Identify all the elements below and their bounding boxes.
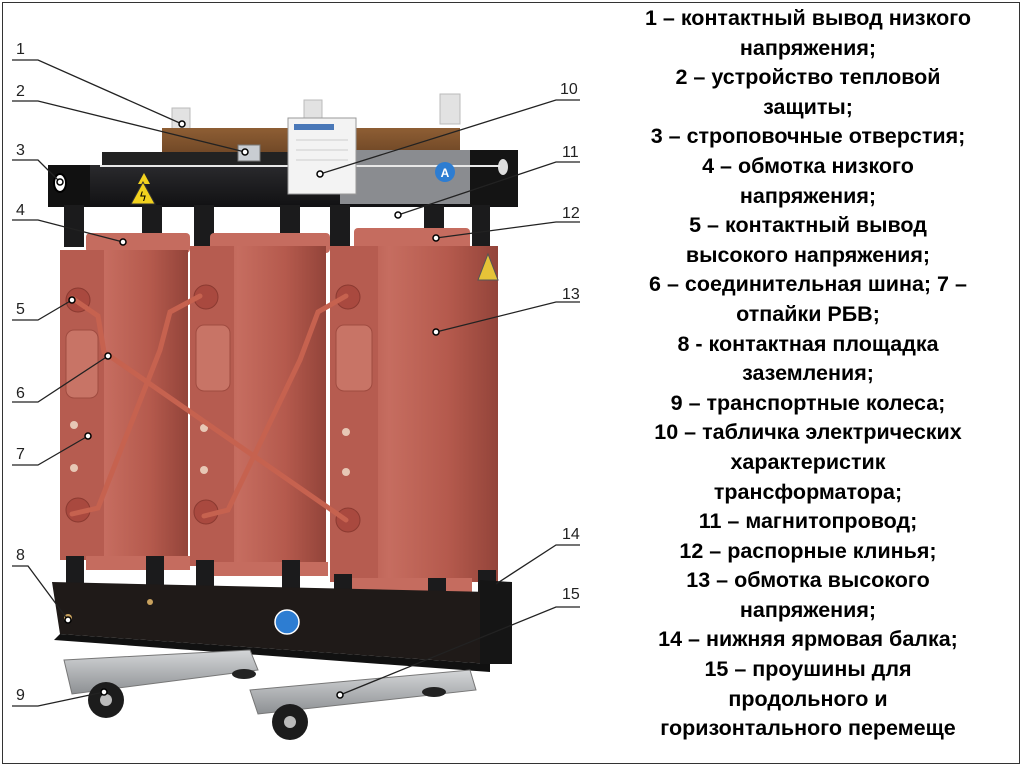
transformer-illustration: ϟ A (12, 59, 580, 740)
callout-14: 14 (562, 526, 580, 543)
callout-3: 3 (16, 142, 25, 159)
legend-line: 8 - контактная площадка (677, 331, 939, 356)
transformer-figure: ϟ A (12, 41, 580, 740)
legend-line: 6 – соединительная шина; 7 – (649, 272, 967, 297)
legend-line: 15 – проушины для (704, 657, 912, 682)
legend-line: 5 – контактный вывод (689, 213, 927, 238)
transport-wheels (63, 649, 477, 740)
callout-11: 11 (562, 144, 579, 161)
legend-line: 13 – обмотка высокого (686, 568, 930, 593)
callout-1: 1 (16, 41, 25, 58)
callout-13: 13 (562, 286, 580, 303)
legend-line: 14 – нижняя ярмовая балка; (658, 627, 958, 652)
legend-line: трансформатора; (713, 479, 903, 504)
legend-line: 10 – табличка электрических (654, 420, 962, 445)
legend-line: характеристик (730, 449, 886, 474)
callout-leaders (12, 59, 580, 707)
legend-line: 9 – транспортные колеса; (670, 390, 946, 415)
lower-yoke-beam (52, 580, 512, 672)
legend-line: защиты; (763, 94, 853, 119)
legend-line: продольного и (728, 686, 888, 711)
legend-line: горизонтального перемеще (660, 716, 956, 741)
callout-12: 12 (562, 205, 580, 222)
callout-6: 6 (16, 385, 25, 402)
callout-endpoints (56, 120, 440, 699)
legend-line: напряжения; (739, 35, 877, 60)
legend-line: напряжения; (739, 597, 877, 622)
legend-line: заземления; (742, 361, 874, 386)
legend-line: 1 – контактный вывод низкого (644, 6, 972, 30)
rating-nameplate (287, 117, 357, 195)
legend-line: 2 – устройство тепловой (675, 65, 941, 90)
hv-coils (60, 246, 499, 582)
core-insulators-top (64, 205, 490, 247)
callout-10: 10 (560, 81, 578, 98)
legend-line: 4 – обмотка низкого (702, 153, 914, 178)
callout-8: 8 (16, 547, 25, 564)
legend-line: высокого напряжения; (685, 242, 931, 267)
svg-text:A: A (441, 166, 450, 180)
legend-line: 11 – магнитопровод; (698, 509, 918, 534)
legend-line: отпайки РБВ; (736, 301, 880, 326)
callout-15: 15 (562, 586, 580, 603)
callout-5: 5 (16, 301, 25, 318)
parts-legend: 1 – контактный вывод низкого напряжения;… (596, 4, 1020, 744)
legend-line: напряжения; (739, 183, 877, 208)
callout-9: 9 (16, 687, 25, 704)
legend-line: 3 – строповочные отверстия; (650, 124, 966, 149)
callout-2: 2 (16, 83, 25, 100)
callout-7: 7 (16, 446, 25, 463)
svg-text:ϟ: ϟ (139, 190, 147, 204)
connecting-busbars (69, 293, 349, 523)
legend-line: 12 – распорные клинья; (679, 538, 937, 563)
callout-4: 4 (16, 202, 25, 219)
